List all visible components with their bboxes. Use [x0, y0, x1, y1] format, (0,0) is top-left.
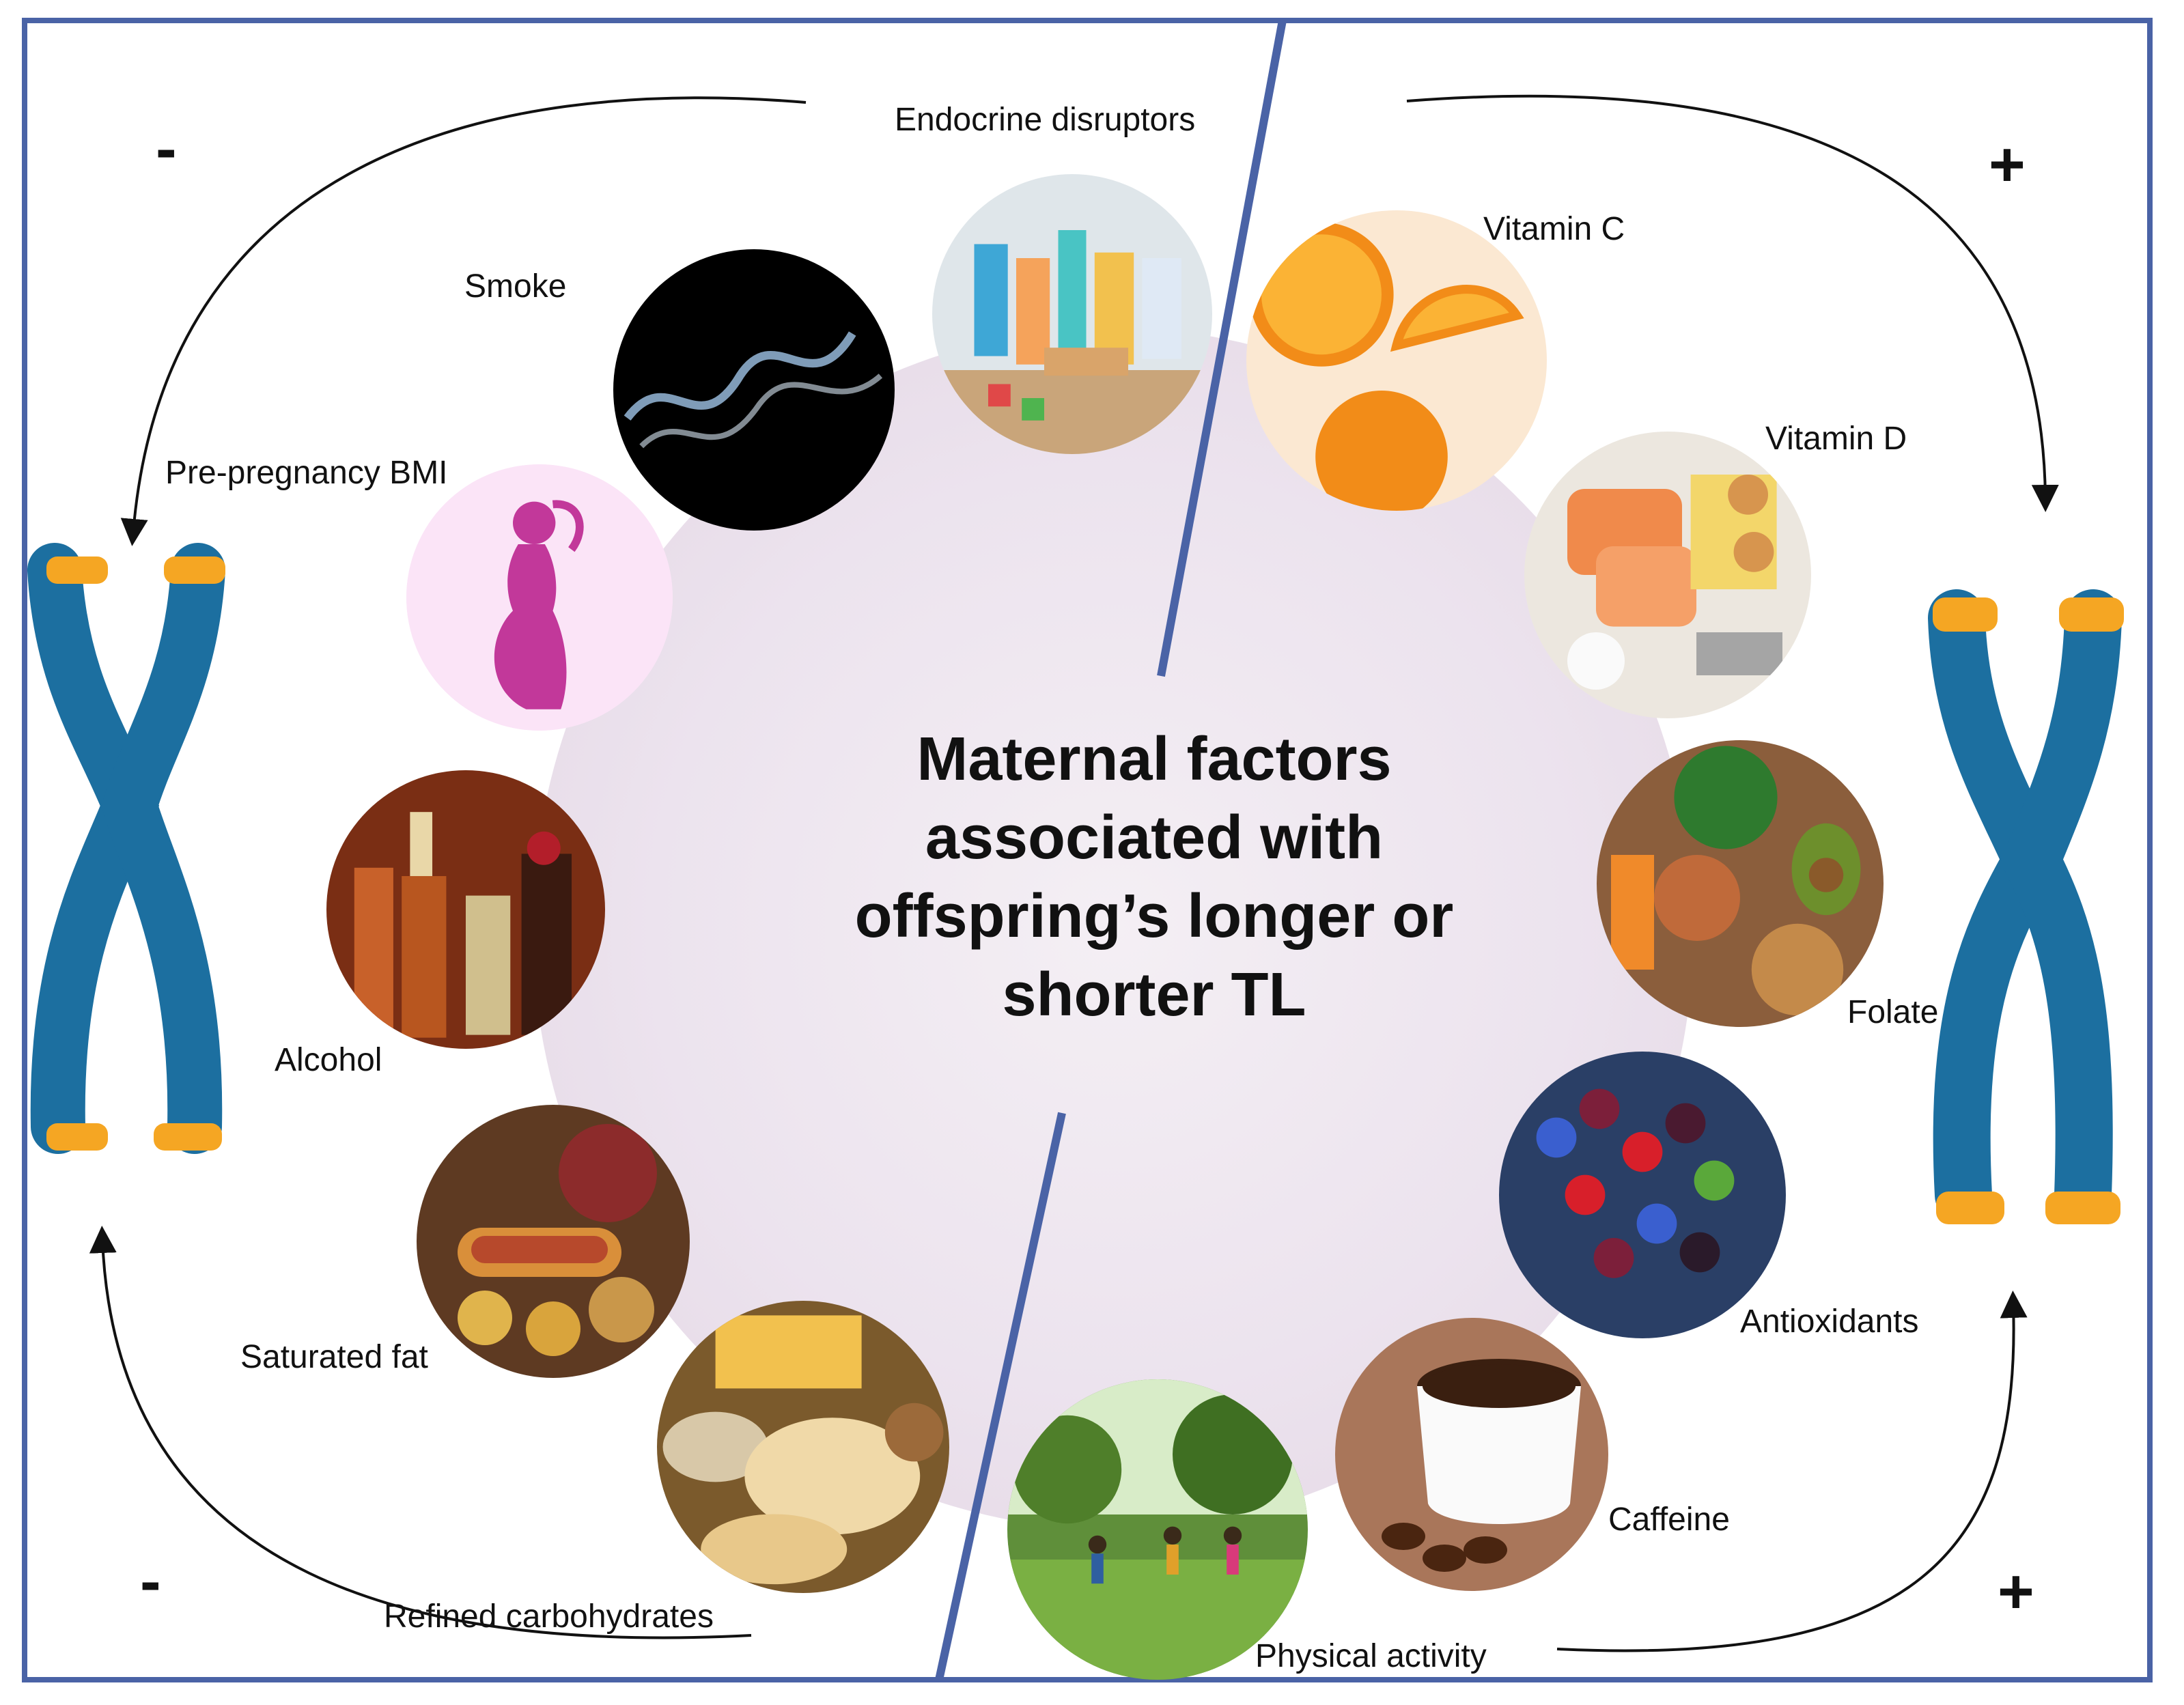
sign-top-left: - — [156, 114, 177, 184]
refined-carbohydrates-image — [657, 1301, 949, 1593]
folate-image — [1597, 740, 1884, 1027]
arrow-bottom-left — [89, 1226, 752, 1639]
label-endocrine-disruptors: Endocrine disruptors — [895, 102, 1196, 138]
children-playing-icon — [1007, 1379, 1308, 1680]
label-caffeine: Caffeine — [1608, 1502, 1730, 1538]
label-saturated-fat: Saturated fat — [240, 1339, 428, 1375]
sign-bottom-right: + — [1998, 1557, 2034, 1626]
label-vitamin-d: Vitamin D — [1765, 421, 1907, 457]
pregnant-silhouette-icon — [406, 464, 673, 731]
physical-activity-image — [1007, 1379, 1308, 1680]
label-antioxidants: Antioxidants — [1740, 1304, 1919, 1340]
arrow-top-right — [1406, 94, 2059, 512]
diagram-title: Maternal factors associated with offspri… — [854, 725, 1454, 1029]
vitamin-c-image — [1246, 210, 1547, 511]
pre-pregnancy-bmi-image — [406, 464, 673, 731]
fatty-food-icon — [417, 1105, 690, 1378]
alcohol-bottles-icon — [326, 770, 605, 1049]
label-vitamin-c: Vitamin C — [1483, 211, 1625, 247]
label-folate: Folate — [1847, 994, 1939, 1030]
divider-line-bottom — [935, 1112, 1066, 1681]
chromosome-left-icon — [27, 543, 225, 1154]
endocrine-disruptors-image — [932, 174, 1212, 454]
label-pre-pregnancy-bmi: Pre-pregnancy BMI — [165, 455, 448, 491]
coffee-cup-icon — [1335, 1318, 1608, 1591]
vegetables-nuts-icon — [1597, 740, 1884, 1027]
arrow-top-left — [120, 96, 807, 546]
saturated-fat-image — [417, 1105, 690, 1378]
sign-bottom-left: - — [140, 1547, 161, 1616]
diagram-frame — [22, 18, 2153, 1682]
fish-eggs-icon — [1524, 432, 1811, 718]
antioxidants-image — [1499, 1052, 1786, 1338]
alcohol-image — [326, 770, 605, 1049]
label-physical-activity: Physical activity — [1255, 1638, 1487, 1674]
bread-pasta-icon — [657, 1301, 949, 1593]
berries-icon — [1499, 1052, 1786, 1338]
arrow-bottom-right — [1556, 1291, 2028, 1652]
caffeine-image — [1335, 1318, 1608, 1591]
label-alcohol: Alcohol — [275, 1042, 382, 1078]
consumer-products-icon — [932, 174, 1212, 454]
vitamin-d-image — [1524, 432, 1811, 718]
divider-line-top — [1157, 19, 1287, 677]
orange-icon — [1246, 210, 1547, 511]
smoke-image — [613, 249, 895, 531]
chromosome-right-icon — [1928, 589, 2124, 1224]
label-smoke: Smoke — [464, 268, 567, 305]
label-refined-carbohydrates: Refined carbohydrates — [384, 1598, 714, 1635]
smoke-icon — [613, 249, 895, 531]
sign-top-right: + — [1989, 130, 2026, 199]
